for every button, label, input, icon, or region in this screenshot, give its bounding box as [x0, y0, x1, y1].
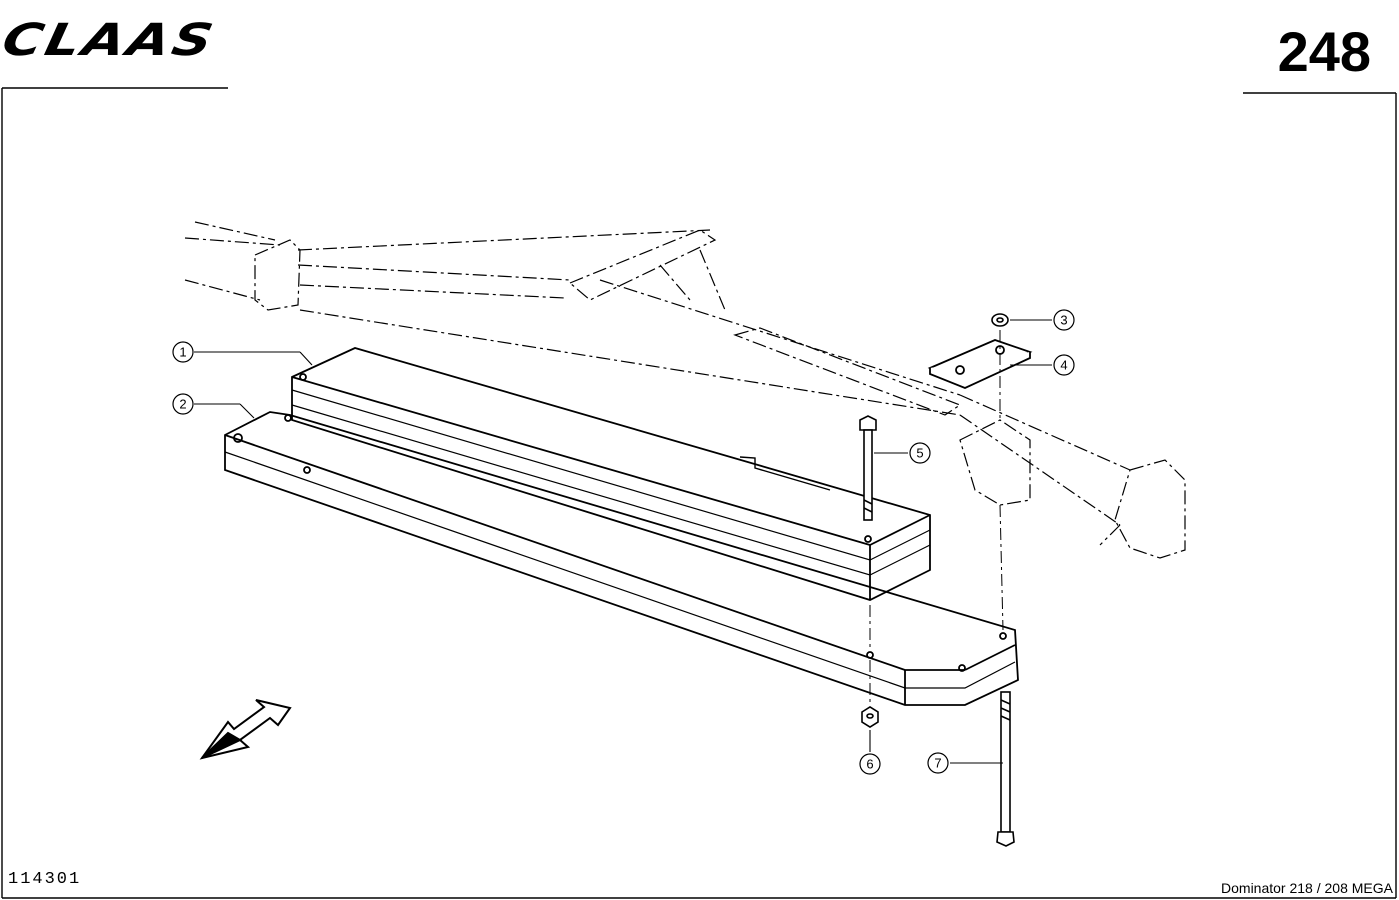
callout-3-circle — [1053, 309, 1075, 331]
callout-7-label: 7 — [934, 756, 941, 771]
page-frame — [1, 87, 1397, 899]
hex-nut-bottom — [861, 706, 879, 728]
clamp-plate — [927, 339, 1033, 389]
assembly-axis-lines — [869, 330, 1004, 705]
model-name: Dominator 218 / 208 MEGA — [1221, 880, 1393, 896]
upper-weight-plate — [291, 347, 931, 601]
callout-1-label: 1 — [179, 345, 186, 360]
lower-weight-plate — [224, 411, 1019, 706]
callout-5-label: 5 — [916, 446, 923, 461]
hex-nut-top — [991, 313, 1009, 327]
callout-4-label: 4 — [1060, 358, 1067, 373]
callout-1-circle — [172, 341, 194, 363]
callout-2-label: 2 — [179, 397, 186, 412]
callout-leaders — [194, 319, 1052, 764]
callout-6-circle — [859, 753, 881, 775]
callout-6-label: 6 — [866, 757, 873, 772]
callout-5-circle — [909, 442, 931, 464]
callout-2-circle — [172, 393, 194, 415]
arrow-down-left-icon — [199, 699, 292, 760]
callout-circles — [172, 309, 1075, 775]
callout-4-circle — [1053, 354, 1075, 376]
callout-3-label: 3 — [1060, 313, 1067, 328]
bolt-long — [996, 691, 1015, 847]
drawing-number: 114301 — [8, 870, 82, 889]
callout-7-circle — [927, 752, 949, 774]
frame-phantom — [184, 221, 1186, 559]
bolt-short — [859, 415, 877, 521]
page-number: 248 — [1277, 20, 1371, 83]
callout-labels: 1 2 3 4 5 6 7 — [179, 313, 1067, 772]
